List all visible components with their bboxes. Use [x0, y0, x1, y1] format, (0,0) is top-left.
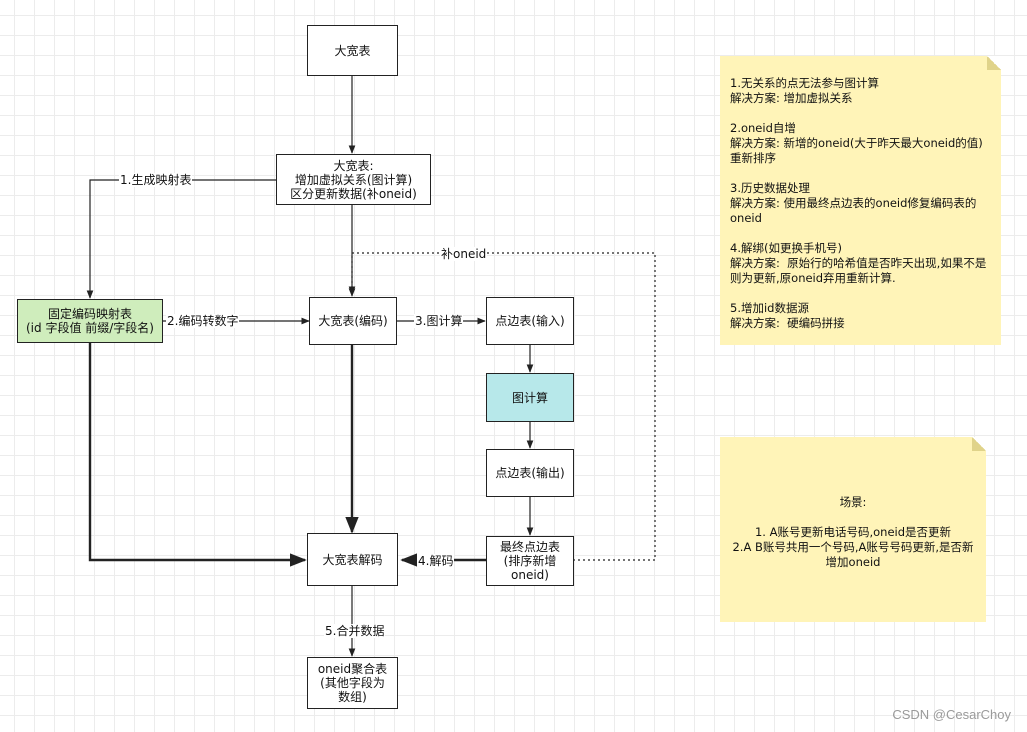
note-scenarios-text: 场景: 1. A账号更新电话号码,oneid是否更新 2.A B账号共用一个号码…: [732, 495, 974, 569]
node-oneid-aggregate-label: oneid聚合表 (其他字段为 数组): [317, 662, 388, 704]
label-graph-calc: 3.图计算: [414, 314, 464, 328]
node-big-table-virtual[interactable]: 大宽表: 增加虚拟关系(图计算) 区分更新数据(补oneid): [276, 154, 431, 205]
node-edge-table-output[interactable]: 点边表(输出): [486, 449, 574, 497]
node-big-table-decode-label: 大宽表解码: [322, 552, 383, 567]
node-graph-compute-label: 图计算: [511, 390, 548, 405]
node-big-table-encoded[interactable]: 大宽表(编码): [309, 297, 397, 345]
edge-fill-oneid: [348, 252, 656, 561]
node-big-table[interactable]: 大宽表: [307, 25, 398, 76]
node-fixed-mapping-label: 固定编码映射表 (id 字段值 前缀/字段名): [26, 307, 154, 335]
node-final-edge-table[interactable]: 最终点边表 (排序新增 oneid): [486, 536, 574, 586]
note-scenarios[interactable]: 场景: 1. A账号更新电话号码,oneid是否更新 2.A B账号共用一个号码…: [720, 437, 986, 622]
watermark: CSDN @CesarChoy: [892, 707, 1011, 722]
edge-gen-mapping: [86, 179, 277, 299]
edge-mapping-to-decode: [88, 343, 307, 567]
node-big-table-virtual-label: 大宽表: 增加虚拟关系(图计算) 区分更新数据(补oneid): [290, 158, 417, 201]
node-big-table-decode[interactable]: 大宽表解码: [307, 533, 398, 586]
note-fold-icon: [972, 437, 986, 451]
label-fill-oneid: 补oneid: [440, 247, 488, 261]
label-encode-numbers: 2.编码转数字: [166, 314, 240, 328]
note-issues-text: 1.无关系的点无法参与图计算 解决方案: 增加虚拟关系 2.oneid自增 解决…: [730, 76, 987, 330]
node-big-table-label: 大宽表: [334, 43, 371, 58]
node-fixed-mapping[interactable]: 固定编码映射表 (id 字段值 前缀/字段名): [17, 299, 163, 343]
label-decode: 4.解码: [417, 554, 455, 568]
node-edge-table-input-label: 点边表(输入): [495, 314, 565, 328]
node-edge-table-output-label: 点边表(输出): [495, 466, 565, 480]
node-oneid-aggregate[interactable]: oneid聚合表 (其他字段为 数组): [307, 657, 398, 709]
node-big-table-encoded-label: 大宽表(编码): [318, 314, 388, 328]
label-gen-mapping: 1.生成映射表: [119, 173, 193, 187]
node-final-edge-table-label: 最终点边表 (排序新增 oneid): [499, 540, 560, 582]
node-edge-table-input[interactable]: 点边表(输入): [486, 297, 574, 345]
note-fold-icon: [987, 56, 1001, 70]
note-issues[interactable]: 1.无关系的点无法参与图计算 解决方案: 增加虚拟关系 2.oneid自增 解决…: [720, 56, 1001, 345]
label-merge-data: 5.合并数据: [324, 624, 386, 638]
node-graph-compute[interactable]: 图计算: [486, 373, 574, 422]
